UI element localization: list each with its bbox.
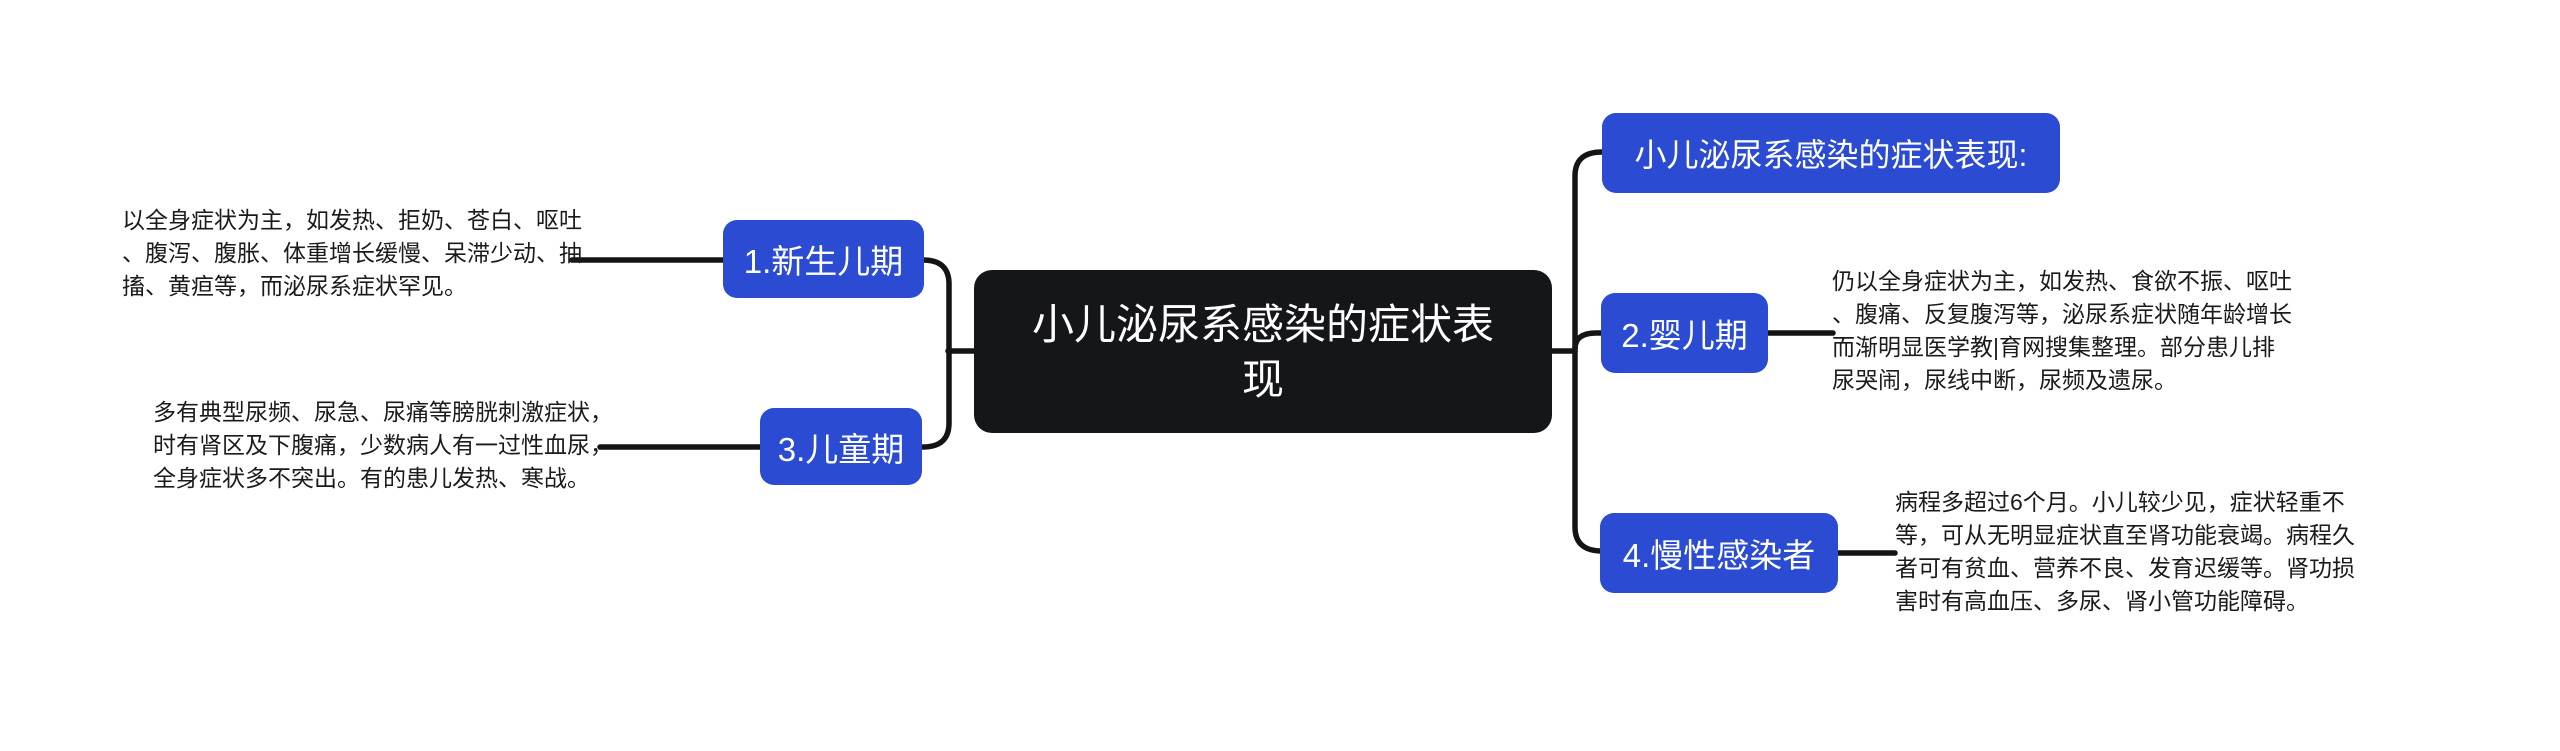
connector-left-trunk [920, 257, 952, 450]
connector-trunk-to-node2 [1572, 330, 1605, 352]
note-chronic: 病程多超过6个月。小儿较少见，症状轻重不 等，可从无明显症状直至肾功能衰竭。病程… [1895, 489, 2355, 614]
node-infant[interactable]: 2.婴儿期 [1601, 293, 1768, 373]
note-infant: 仍以全身症状为主，如发热、食欲不振、呕吐 、腹痛、反复腹泻等，泌尿系症状随年龄增… [1832, 268, 2292, 393]
node-header[interactable]: 小儿泌尿系感染的症状表现: [1602, 113, 2060, 193]
node-chronic[interactable]: 4.慢性感染者 [1600, 513, 1838, 593]
node-child[interactable]: 3.儿童期 [760, 408, 922, 485]
connector-right-trunk [1572, 149, 1605, 554]
node-neonatal[interactable]: 1.新生儿期 [723, 220, 924, 298]
note-neonatal: 以全身症状为主，如发热、拒奶、苍白、呕吐 、腹泻、腹胀、体重增长缓慢、呆滞少动、… [122, 207, 582, 299]
node-root[interactable]: 小儿泌尿系感染的症状表现 [974, 270, 1552, 433]
note-child: 多有典型尿频、尿急、尿痛等膀胱刺激症状， 时有肾区及下腹痛，少数病人有一过性血尿… [153, 399, 613, 491]
